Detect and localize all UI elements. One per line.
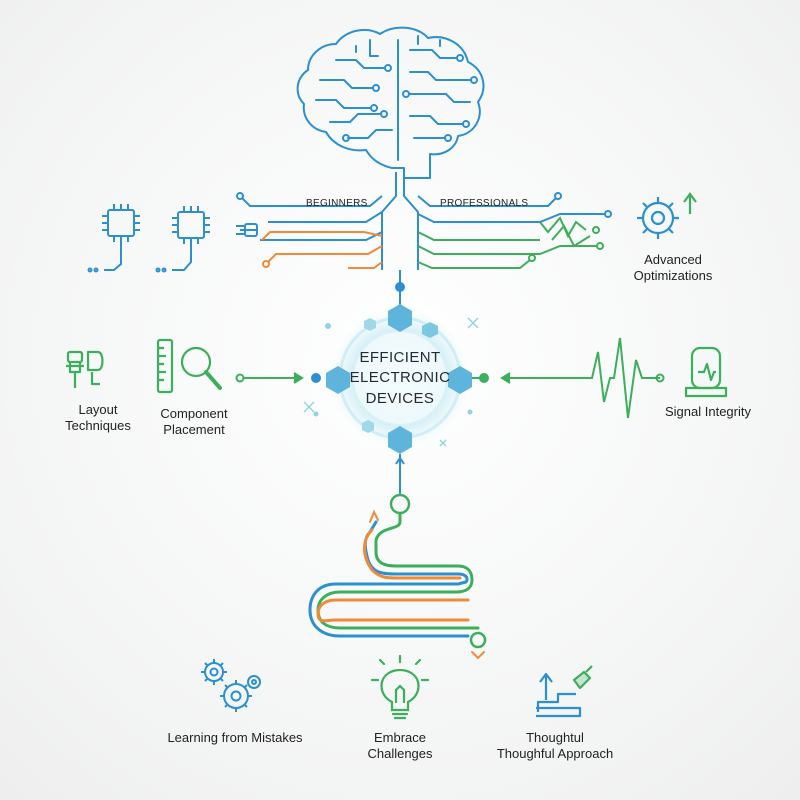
winding-path xyxy=(308,509,487,660)
hexagon-right xyxy=(448,366,472,394)
beginners-traces xyxy=(236,192,383,269)
learning-from-mistakes-label: Learning from Mistakes xyxy=(167,730,303,745)
dot xyxy=(325,323,331,329)
microchip-icon xyxy=(87,204,140,273)
label-line: Optimizations xyxy=(633,267,713,283)
dot xyxy=(313,411,319,417)
signal-integrity-label: Signal Integrity xyxy=(665,404,751,419)
sparkle-icon xyxy=(303,317,479,447)
label-line: Thoughtul xyxy=(526,730,584,745)
center-line: DEVICES xyxy=(365,389,435,407)
label-line: Component xyxy=(160,406,228,421)
label-line: Embrace xyxy=(373,730,427,745)
label-line: Advanced xyxy=(644,252,702,267)
label-line: Techniques xyxy=(65,417,131,433)
professionals-traces xyxy=(417,192,612,269)
ruler-magnifier-icon xyxy=(156,338,222,394)
center-title: EFFICIENT ELECTRONIC DEVICES xyxy=(330,348,470,409)
label-line: Challenges xyxy=(367,745,433,761)
oscilloscope-icon xyxy=(684,346,728,398)
component-placement-label: Component Placement xyxy=(146,406,242,437)
center-core xyxy=(354,332,446,424)
branch-label-beginners: BEGINNERS xyxy=(306,198,368,209)
hexagon-node-top xyxy=(364,270,438,338)
center-line: EFFICIENT xyxy=(359,349,441,366)
center-line: ELECTRONIC xyxy=(349,369,451,387)
gear-arrow-icon xyxy=(637,192,697,239)
dot xyxy=(467,409,473,415)
trunk-lines xyxy=(381,172,419,270)
steps-flask-icon xyxy=(536,665,593,718)
layout-tool-icon xyxy=(66,350,104,388)
arrow-left-input xyxy=(235,372,304,384)
label-line: Layout xyxy=(78,402,118,417)
label-line: Thoughful Approach xyxy=(496,745,614,761)
label-line: Placement xyxy=(163,421,225,437)
microchip-icon xyxy=(155,206,210,273)
thoughtful-approach-label: Thoughtul Thoughful Approach xyxy=(490,730,620,761)
signal-waveform xyxy=(558,337,660,419)
dot xyxy=(655,373,665,383)
lightbulb-icon xyxy=(370,654,430,720)
node-left xyxy=(311,373,321,383)
arrow-right-input xyxy=(500,372,558,384)
layout-techniques-label: Layout Techniques xyxy=(48,402,148,433)
embrace-challenges-label: Embrace Challenges xyxy=(350,730,450,761)
gears-icon xyxy=(201,659,261,712)
brain-icon xyxy=(296,26,485,179)
branch-label-professionals: PROFESSIONALS xyxy=(440,198,529,209)
advanced-optimizations-label: Advanced Optimizations xyxy=(618,252,728,283)
hexagon-left xyxy=(326,366,350,394)
